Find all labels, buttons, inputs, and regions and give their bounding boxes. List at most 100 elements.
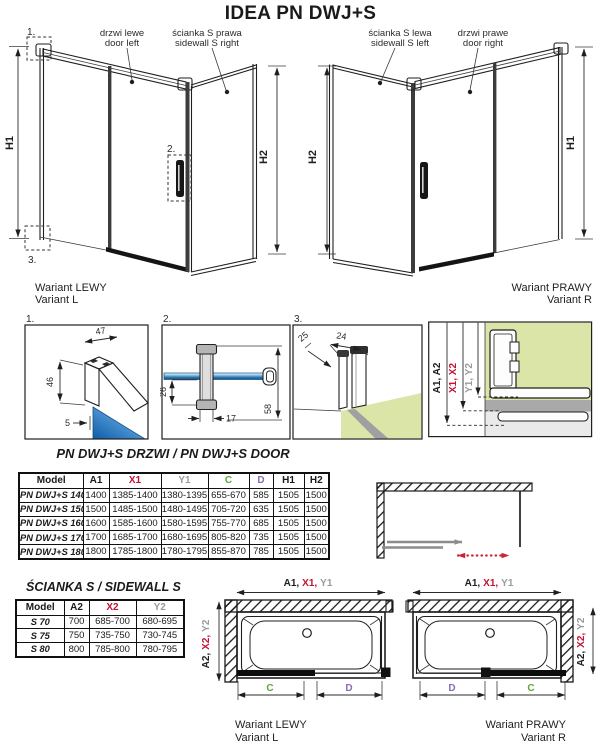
svg-text:3.: 3. xyxy=(28,255,36,266)
table-cell: 635 xyxy=(248,501,274,517)
svg-text:drzwi prawe: drzwi prawe xyxy=(458,28,509,39)
variant-right-isometric-drawing: H2 H1 ścianka S lewa sidewall S left dr xyxy=(307,28,593,306)
variant-right-caption-pl: Wariant PRAWY xyxy=(512,282,593,294)
variant-left-topview-drawing: A1,X1,Y1 C D A2,X2,Y2 Wariant LEWY Varia xyxy=(201,578,394,744)
table-cell: S 70 xyxy=(15,614,65,630)
h1-label: H1 xyxy=(5,136,16,150)
table-cell: S 80 xyxy=(15,642,65,658)
dim-x1-x2: X1, X2 xyxy=(448,363,459,393)
table-header: D xyxy=(248,472,274,489)
dim-d-label: D xyxy=(448,683,455,694)
variant-right-topview-drawing: A1,X1,Y1 D C A2,X2,Y2 Wariant PRAWY Vari xyxy=(405,578,596,744)
c-d-dimensions: C D xyxy=(237,681,383,700)
table-cell: 805-820 xyxy=(207,530,250,546)
variant-right-caption-en: Variant R xyxy=(521,732,566,744)
page-title: IDEA PN DWJ+S xyxy=(224,3,377,24)
table-cell: 1500 xyxy=(303,515,330,532)
walls xyxy=(224,599,393,683)
handle-drawing xyxy=(163,343,277,411)
table-cell: 1700 xyxy=(82,530,110,546)
detail-3-dimensions: 24 25 xyxy=(296,330,369,368)
dim-25: 25 xyxy=(296,330,310,344)
dim-c-label: C xyxy=(266,683,273,694)
table-header-row: Model A1 X1 Y1 C D H1 H2 xyxy=(18,472,330,489)
corner-profile-drawing xyxy=(83,356,149,440)
table-cell: 1500 xyxy=(303,530,330,546)
table-cell: 855-870 xyxy=(207,544,250,560)
table-header: Y2 xyxy=(135,599,185,616)
table-cell: 755-770 xyxy=(207,515,250,532)
profile-section-dimensions: A1, A2 X1, X2 Y1, Y2 xyxy=(432,322,518,426)
table-header: A1 xyxy=(82,472,110,489)
table-cell: 1800 xyxy=(82,544,110,560)
dim-17: 17 xyxy=(226,414,236,424)
wall-profile-drawing xyxy=(293,346,422,439)
dim-a1-a2: A1, A2 xyxy=(432,362,443,393)
door-handle xyxy=(176,160,184,197)
table-cell: PN DWJ+S 160 xyxy=(18,515,84,532)
door-right-callout: drzwi prawe door right xyxy=(458,28,509,95)
table-cell: 1400 xyxy=(82,487,110,503)
table-cell: 1385-1400 xyxy=(108,487,162,503)
h1-label: H1 xyxy=(565,136,577,150)
right-shower-structure xyxy=(328,42,569,277)
table-cell: 1505 xyxy=(272,515,305,532)
c-d-dimensions: D C xyxy=(419,681,566,700)
table-cell: PN DWJ+S 170 xyxy=(18,530,84,546)
dim-58: 58 xyxy=(263,404,273,414)
svg-text:1.: 1. xyxy=(27,27,35,38)
bathtub xyxy=(236,611,386,679)
walls xyxy=(407,599,574,683)
door-table-title: PN DWJ+S DRZWI / PN DWJ+S DOOR xyxy=(56,446,290,461)
table-cell: 1485-1500 xyxy=(108,501,162,517)
table-cell: 1500 xyxy=(303,501,330,517)
detail-2-dimensions: 26 17 58 xyxy=(160,345,282,424)
detail-3-marker: 3. xyxy=(294,314,302,325)
table-cell: 785-800 xyxy=(88,642,137,658)
variant-left-caption-pl: Wariant LEWY xyxy=(35,282,107,294)
variant-left-caption-en: Variant L xyxy=(235,732,278,744)
detail-marker-2: 2. xyxy=(167,144,192,202)
top-dimension-label: A1,X1,Y1 xyxy=(465,578,514,589)
h2-label: H2 xyxy=(307,150,319,164)
table-cell: 685 xyxy=(248,515,274,532)
table-header: Model xyxy=(15,599,65,616)
variant-left-caption-pl: Wariant LEWY xyxy=(235,719,307,731)
svg-text:drzwi lewe: drzwi lewe xyxy=(100,28,144,39)
table-header: X2 xyxy=(88,599,137,616)
table-header: H1 xyxy=(272,472,305,489)
table-header: H2 xyxy=(303,472,330,489)
table-cell: 1500 xyxy=(303,544,330,560)
sidewall-table-title: ŚCIANKA S / SIDEWALL S xyxy=(26,580,181,594)
schematic-walls xyxy=(376,482,533,559)
svg-text:ścianka S prawa: ścianka S prawa xyxy=(172,28,242,39)
svg-text:2.: 2. xyxy=(167,144,175,155)
table-header: X1 xyxy=(108,472,162,489)
h2-dimension: H2 xyxy=(307,65,336,255)
left-shower-structure xyxy=(35,43,258,277)
table-cell: 730-745 xyxy=(135,628,185,644)
detail-2-marker: 2. xyxy=(163,314,171,325)
table-cell: 655-670 xyxy=(207,487,250,503)
detail-3-wall-profile: 3. 24 25 xyxy=(292,314,423,440)
table-cell: 1580-1595 xyxy=(160,515,209,532)
table-cell: 705-720 xyxy=(207,501,250,517)
top-dimension-label: A1,X1,Y1 xyxy=(284,578,333,589)
table-cell: 1380-1395 xyxy=(160,487,209,503)
table-cell: 1500 xyxy=(303,487,330,503)
table-cell: 700 xyxy=(63,614,90,630)
table-cell: 1780-1795 xyxy=(160,544,209,560)
detail-marker-1: 1. xyxy=(26,27,52,61)
table-header: A2 xyxy=(63,599,90,616)
detail-marker-3: 3. xyxy=(24,225,51,266)
svg-text:sidewall S right: sidewall S right xyxy=(175,38,239,49)
svg-text:sidewall S left: sidewall S left xyxy=(371,38,429,49)
door-left-callout: drzwi lewe door left xyxy=(100,28,144,85)
